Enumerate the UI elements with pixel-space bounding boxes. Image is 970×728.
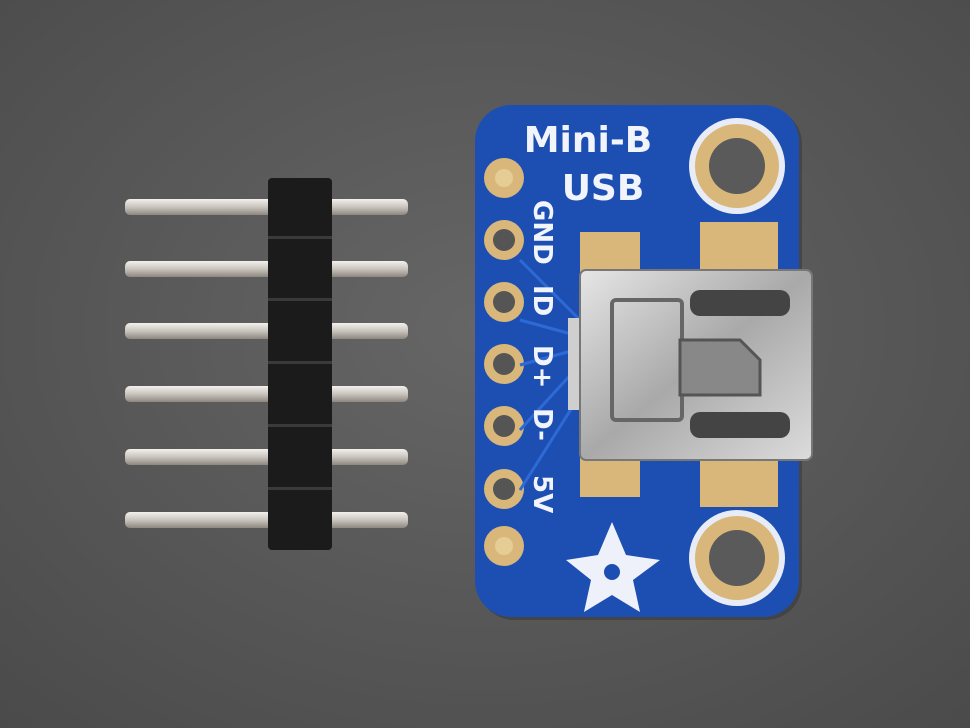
header-pin bbox=[125, 512, 408, 528]
header-pin bbox=[125, 199, 408, 215]
board-title-line2: USB bbox=[562, 168, 645, 209]
solder-pad bbox=[700, 222, 778, 274]
header-pin bbox=[125, 261, 408, 277]
pin-header bbox=[125, 178, 408, 550]
solder-pad bbox=[700, 455, 778, 507]
header-divider bbox=[268, 424, 332, 427]
pin-label-5v: 5V bbox=[527, 475, 557, 513]
usb-breakout-board: Mini-B USB GND ID D+ D- 5V bbox=[475, 105, 813, 620]
header-divider bbox=[268, 298, 332, 301]
header-divider bbox=[268, 361, 332, 364]
board-title-line1: Mini-B bbox=[524, 120, 653, 161]
solder-pad bbox=[580, 232, 640, 274]
pin-label-id: ID bbox=[527, 285, 557, 316]
header-pin bbox=[125, 386, 408, 402]
header-divider bbox=[268, 487, 332, 490]
header-pin bbox=[125, 323, 408, 339]
pin-label-dplus: D+ bbox=[527, 345, 557, 388]
pin-label-dminus: D- bbox=[527, 408, 557, 441]
solder-pad bbox=[580, 455, 640, 497]
header-pin bbox=[125, 449, 408, 465]
mini-usb-connector bbox=[568, 269, 813, 461]
pin-label-gnd: GND bbox=[527, 200, 557, 265]
header-divider bbox=[268, 236, 332, 239]
